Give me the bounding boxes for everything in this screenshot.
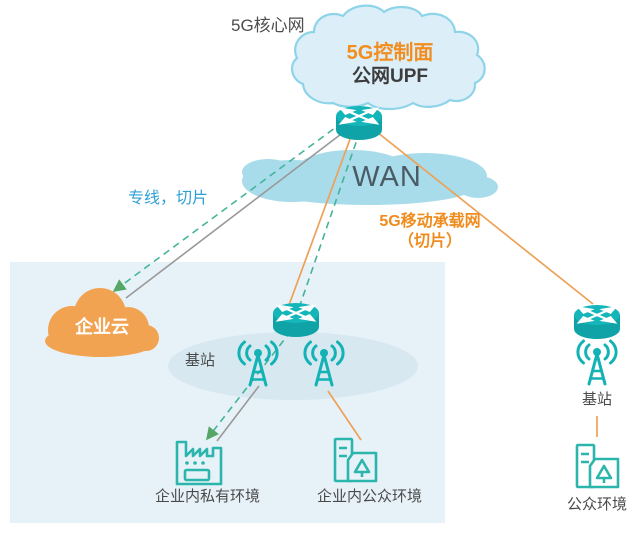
core-cloud-icon	[290, 4, 486, 111]
enterprise-cloud-icon	[45, 288, 159, 357]
leased-line-label: 专线，切片	[128, 190, 209, 207]
link-orange-to-enterprise-public-env	[327, 390, 362, 441]
private-env-label: 企业内私有环境	[154, 488, 260, 505]
building-upload-icon	[575, 443, 620, 489]
link-bearer-to-right-router	[366, 123, 594, 305]
router-icon	[271, 301, 321, 339]
enterprise-cloud-label: 企业云	[75, 317, 129, 337]
control-plane-label: 5G控制面	[346, 42, 434, 64]
router-icon	[334, 104, 384, 142]
links-layer	[112, 121, 598, 442]
router-icon	[572, 303, 622, 341]
link-bearer-to-site-router	[288, 130, 354, 306]
antenna-icon	[576, 339, 618, 386]
wan-label: WAN	[352, 161, 422, 193]
link-slice-to-site-router	[299, 130, 361, 306]
basestation-ellipse	[168, 332, 418, 400]
bearer-network-label-line2: （切片）	[397, 233, 462, 250]
link-leased-line-gray	[125, 127, 350, 299]
core-network-label: 5G核心网	[231, 16, 305, 35]
bearer-network-label-line1: 5G移动承载网	[379, 213, 481, 230]
public-upf-label: 公网UPF	[351, 66, 428, 87]
enterprise-public-env-label: 企业内公众环境	[316, 488, 422, 505]
base-station-label-mid: 基站	[185, 352, 216, 369]
link-gray-to-private-env	[216, 385, 260, 442]
public-env-label: 公众环境	[566, 496, 627, 513]
link-slice-to-private-env	[206, 330, 292, 441]
base-station-label-right: 基站	[581, 391, 612, 408]
